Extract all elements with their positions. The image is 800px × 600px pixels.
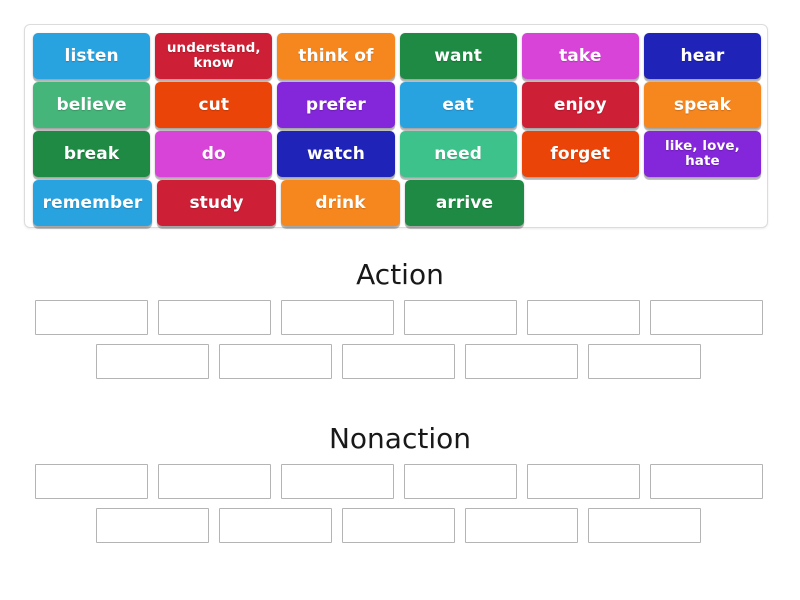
word-tile[interactable]: like, love, hate bbox=[643, 131, 762, 177]
drop-slot[interactable] bbox=[35, 300, 148, 335]
category-title-action: Action bbox=[356, 258, 444, 291]
category-section-action: Action bbox=[0, 258, 800, 379]
drop-slot[interactable] bbox=[219, 344, 332, 379]
word-tile[interactable]: enjoy bbox=[521, 82, 639, 128]
word-tile[interactable]: forget bbox=[521, 131, 639, 177]
category-title-nonaction: Nonaction bbox=[328, 422, 471, 455]
dropzone-row bbox=[96, 344, 800, 379]
word-tile[interactable]: believe bbox=[33, 82, 151, 128]
drop-slot[interactable] bbox=[404, 300, 517, 335]
drop-slot[interactable] bbox=[158, 464, 271, 499]
dropzone-row bbox=[35, 464, 800, 499]
word-tile[interactable]: arrive bbox=[405, 180, 524, 226]
word-tile[interactable]: do bbox=[155, 131, 273, 177]
word-tile[interactable]: cut bbox=[155, 82, 273, 128]
drop-slot[interactable] bbox=[281, 300, 394, 335]
drop-slot[interactable] bbox=[465, 344, 578, 379]
drop-slot[interactable] bbox=[96, 508, 209, 543]
drop-slot[interactable] bbox=[281, 464, 394, 499]
word-tile[interactable]: think of bbox=[277, 33, 395, 79]
drop-slot[interactable] bbox=[588, 508, 701, 543]
drop-slot[interactable] bbox=[96, 344, 209, 379]
drop-slot[interactable] bbox=[527, 464, 640, 499]
word-tile[interactable]: study bbox=[157, 180, 276, 226]
word-tile[interactable]: need bbox=[399, 131, 517, 177]
drop-slot[interactable] bbox=[465, 508, 578, 543]
category-dropzones-nonaction bbox=[0, 464, 800, 543]
word-tile[interactable]: take bbox=[521, 33, 639, 79]
drop-slot[interactable] bbox=[158, 300, 271, 335]
drop-slot[interactable] bbox=[35, 464, 148, 499]
word-tile[interactable]: break bbox=[33, 131, 151, 177]
word-tile[interactable]: watch bbox=[277, 131, 395, 177]
word-tile[interactable]: drink bbox=[281, 180, 400, 226]
dropzone-row bbox=[96, 508, 800, 543]
category-section-nonaction: Nonaction bbox=[0, 422, 800, 543]
drop-slot[interactable] bbox=[342, 508, 455, 543]
word-tile[interactable]: eat bbox=[399, 82, 517, 128]
drop-slot[interactable] bbox=[650, 464, 763, 499]
drop-slot[interactable] bbox=[527, 300, 640, 335]
drop-slot[interactable] bbox=[219, 508, 332, 543]
word-tile[interactable]: hear bbox=[643, 33, 762, 79]
dropzone-row bbox=[35, 300, 800, 335]
word-tile[interactable]: prefer bbox=[277, 82, 395, 128]
word-tile[interactable]: speak bbox=[643, 82, 762, 128]
word-tile[interactable]: want bbox=[399, 33, 517, 79]
drop-slot[interactable] bbox=[342, 344, 455, 379]
word-tile[interactable]: understand, know bbox=[155, 33, 273, 79]
drop-slot[interactable] bbox=[588, 344, 701, 379]
drop-slot[interactable] bbox=[404, 464, 517, 499]
category-dropzones-action bbox=[0, 300, 800, 379]
word-tile[interactable]: listen bbox=[33, 33, 151, 79]
drop-slot[interactable] bbox=[650, 300, 763, 335]
word-tile[interactable]: remember bbox=[33, 180, 152, 226]
